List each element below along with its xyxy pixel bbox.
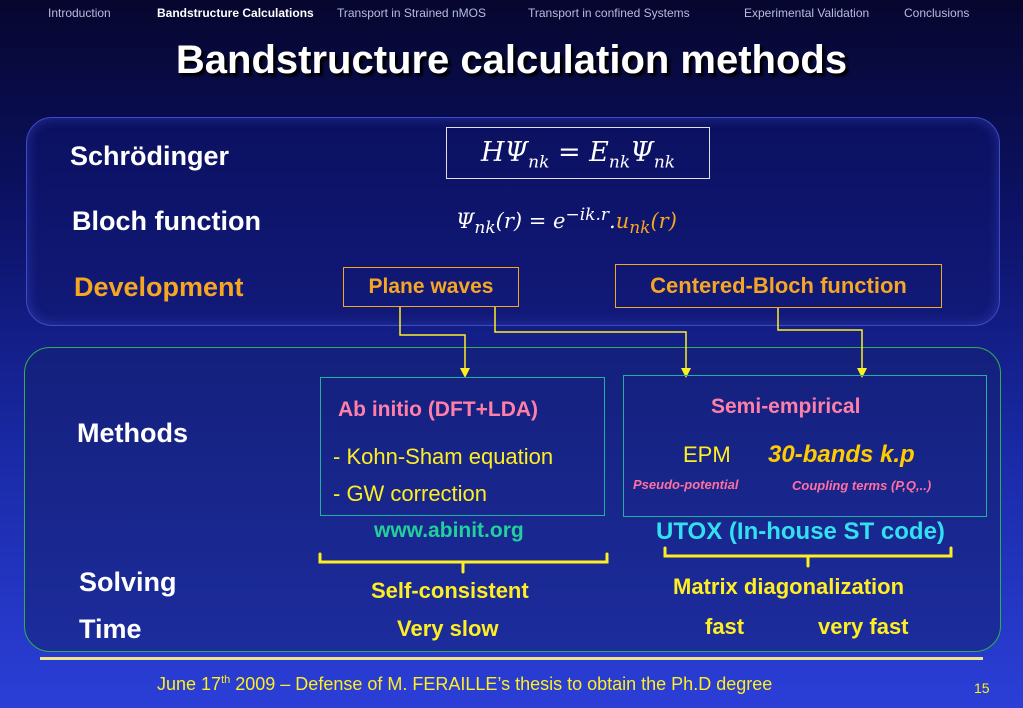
theory-panel bbox=[26, 117, 1000, 326]
semi-empirical-title: Semi-empirical bbox=[711, 395, 861, 418]
self-consistent-label: Self-consistent bbox=[371, 578, 529, 603]
ab-initio-title: Ab initio (DFT+LDA) bbox=[338, 398, 539, 421]
epm-label: EPM bbox=[683, 442, 731, 467]
nav-item-transport-confined[interactable]: Transport in confined Systems bbox=[528, 6, 690, 20]
schrodinger-equation: HΨnk = EnkΨnk bbox=[446, 127, 710, 179]
pseudo-potential-label: Pseudo-potential bbox=[633, 477, 739, 492]
fast-label: fast bbox=[705, 614, 745, 639]
abinit-link[interactable]: www.abinit.org bbox=[374, 519, 524, 542]
bloch-equation: Ψnk(r) = e−ik.r.unk(r) bbox=[456, 205, 677, 239]
kp-label: 30-bands k.p bbox=[768, 441, 915, 468]
slide-title: Bandstructure calculation methods bbox=[175, 38, 848, 82]
semi-empirical-box bbox=[623, 375, 987, 517]
solving-label: Solving bbox=[79, 567, 177, 597]
kohn-sham-item: - Kohn-Sham equation bbox=[333, 444, 554, 469]
methods-panel bbox=[24, 347, 1001, 652]
development-label: Development bbox=[74, 272, 244, 302]
very-fast-label: very fast bbox=[818, 614, 909, 639]
time-label: Time bbox=[79, 614, 142, 644]
nav-item-bandstructure[interactable]: Bandstructure Calculations bbox=[157, 6, 314, 20]
very-slow-label: Very slow bbox=[397, 616, 499, 641]
ab-initio-box bbox=[320, 377, 605, 516]
utox-label: UTOX (In-house ST code) bbox=[656, 518, 945, 545]
footer-divider bbox=[40, 657, 983, 660]
centered-bloch-box: Centered-Bloch function bbox=[615, 264, 942, 308]
nav-item-transport-strained[interactable]: Transport in Strained nMOS bbox=[337, 6, 486, 20]
nav-item-introduction[interactable]: Introduction bbox=[48, 6, 111, 20]
page-number: 15 bbox=[974, 680, 990, 696]
schrodinger-label: Schrödinger bbox=[70, 141, 230, 171]
nav-item-conclusions[interactable]: Conclusions bbox=[904, 6, 970, 20]
methods-label: Methods bbox=[77, 418, 188, 448]
coupling-terms-label: Coupling terms (P,Q,..) bbox=[792, 478, 932, 493]
gw-correction-item: - GW correction bbox=[333, 481, 488, 506]
plane-waves-box: Plane waves bbox=[343, 267, 519, 307]
footer-text: June 17th 2009 – Defense of M. FERAILLE’… bbox=[157, 674, 773, 694]
nav-item-experimental-validation[interactable]: Experimental Validation bbox=[744, 6, 870, 20]
bloch-function-label: Bloch function bbox=[72, 206, 261, 236]
matrix-diagonalization-label: Matrix diagonalization bbox=[673, 574, 905, 599]
